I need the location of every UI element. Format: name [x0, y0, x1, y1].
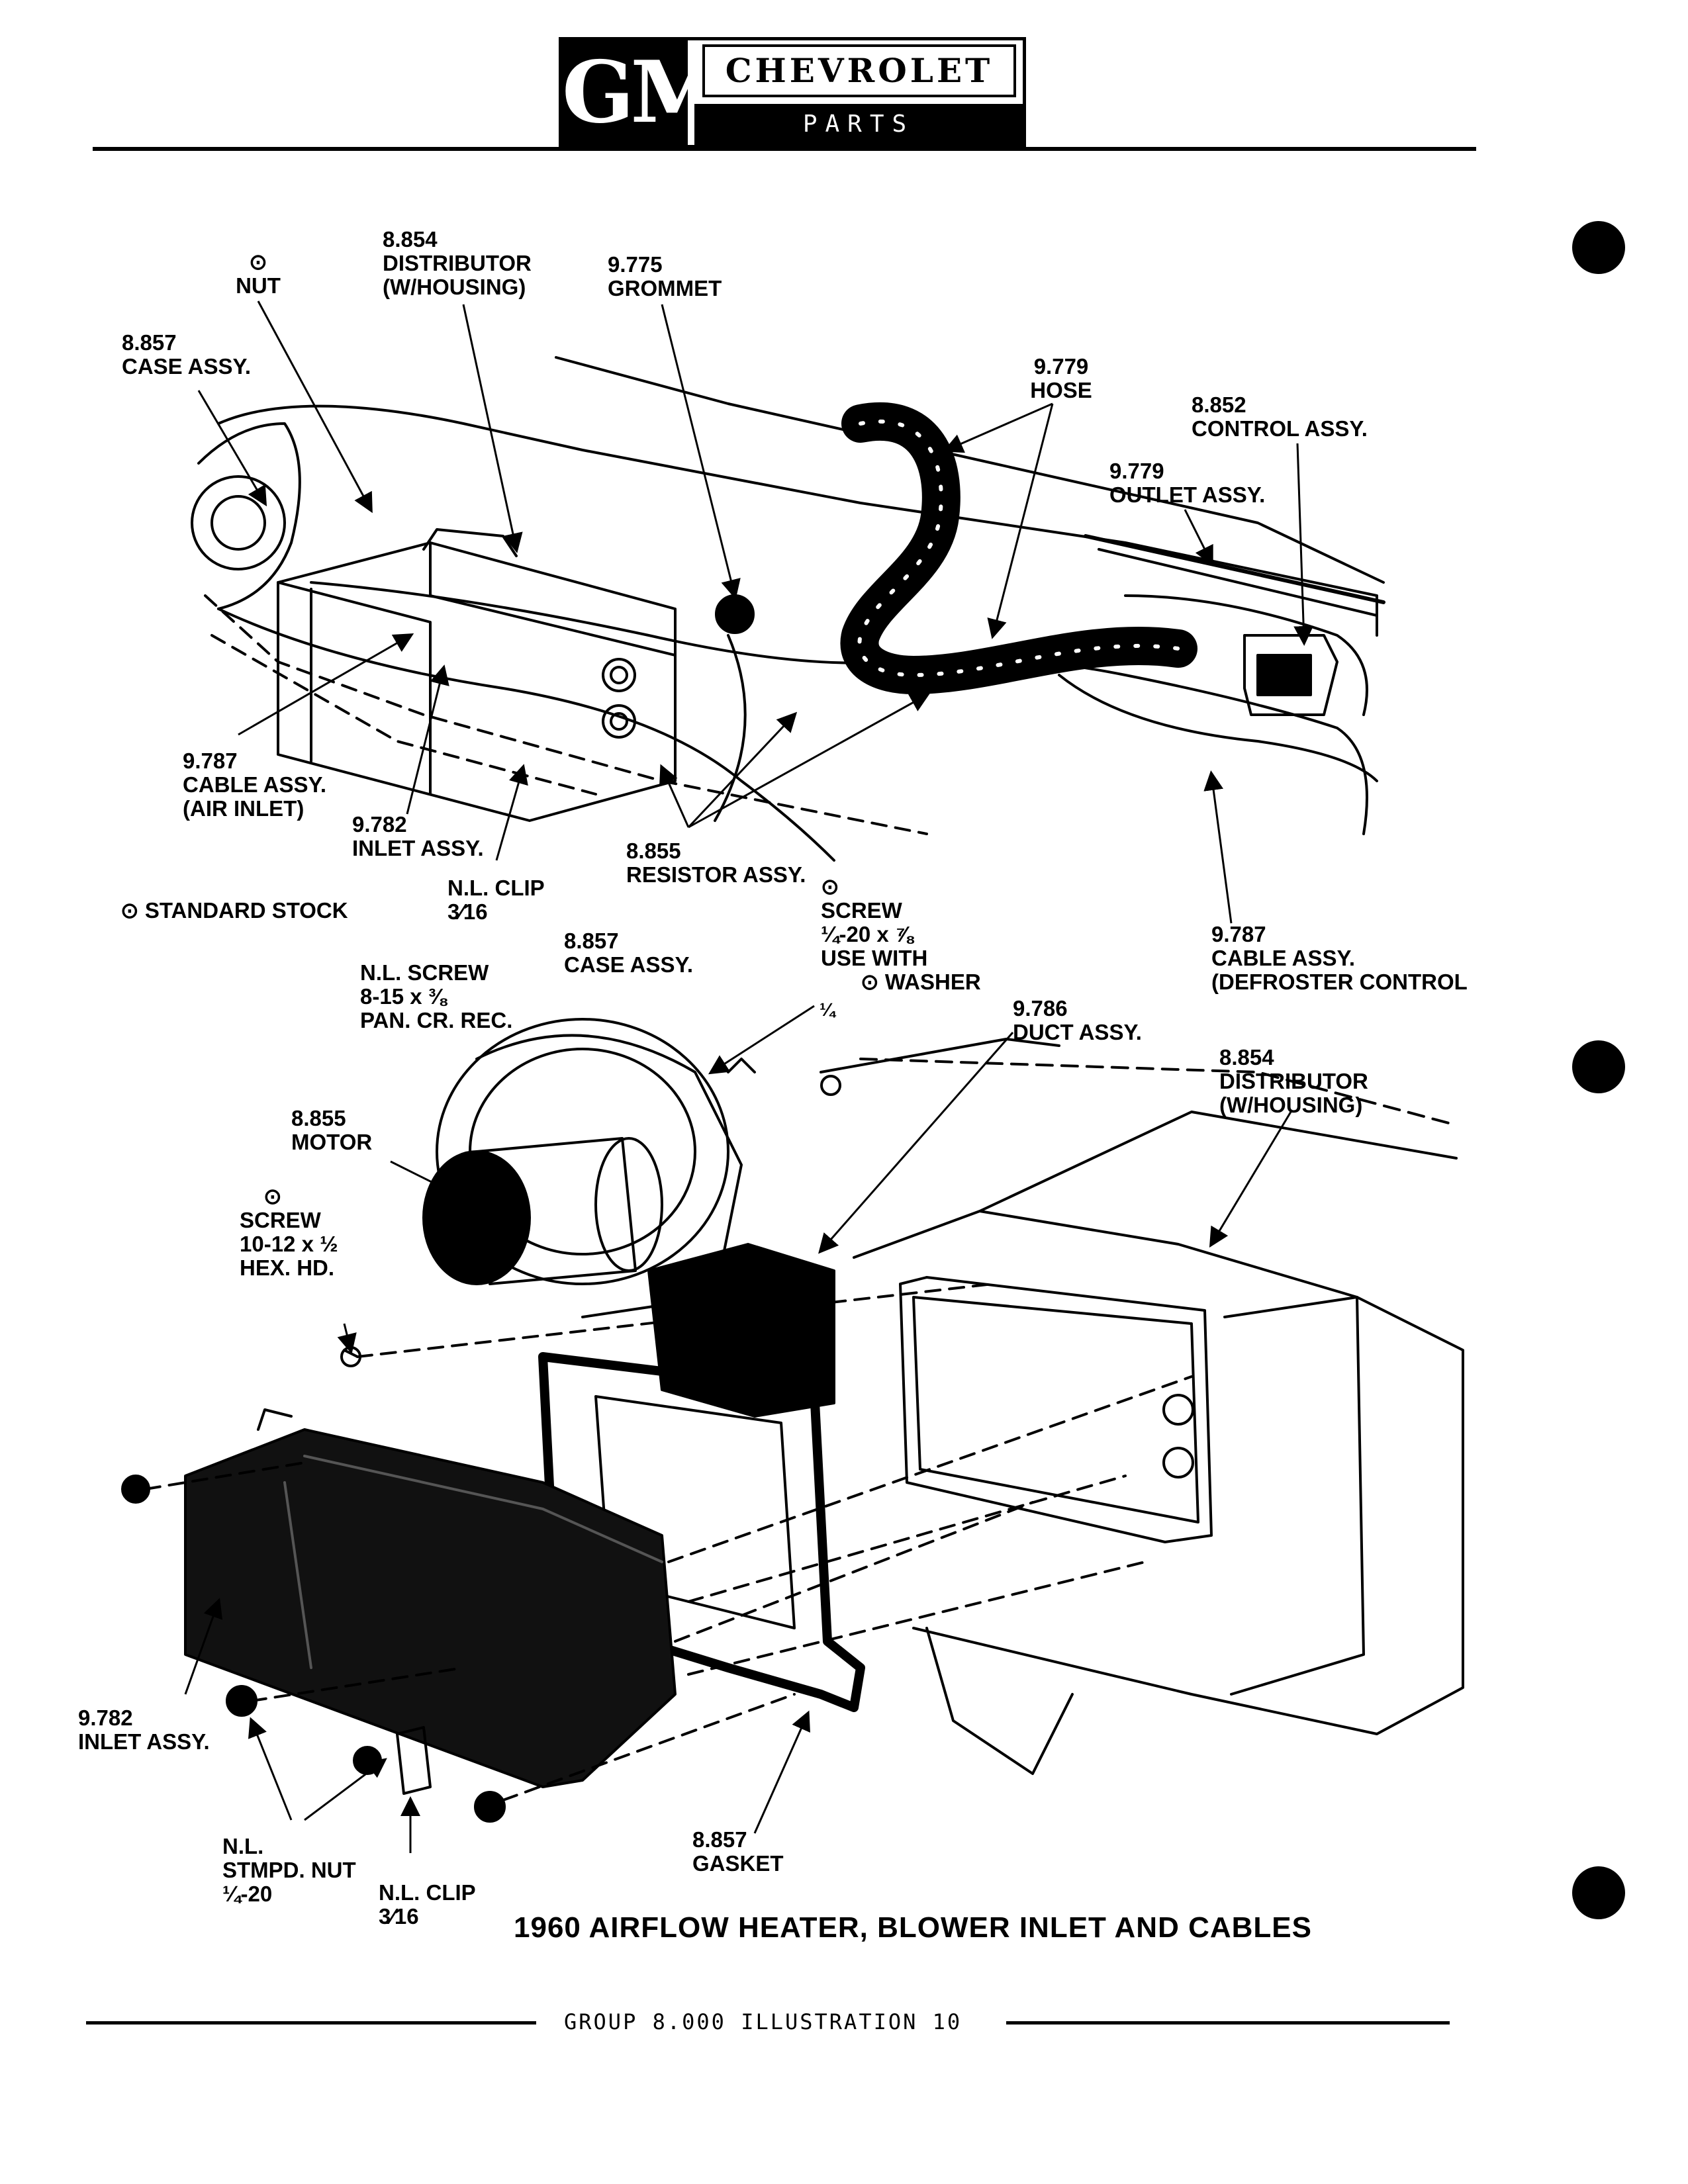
callout-clip-bottom: N.L. CLIP 3⁄16 — [379, 1880, 476, 1929]
callout-hose: 9.779 HOSE — [1030, 354, 1092, 402]
callout-stamped-nut: N.L. STMPD. NUT ¼-20 — [222, 1834, 356, 1906]
callout-control: 8.852 CONTROL ASSY. — [1192, 392, 1368, 441]
callout-distributor-top: 8.854 DISTRIBUTOR (W/HOUSING) — [383, 227, 532, 299]
callout-inlet-top: 9.782 INLET ASSY. — [352, 812, 484, 860]
callout-clip-top: N.L. CLIP 3⁄16 — [447, 876, 545, 924]
callout-nl-screw: N.L. SCREW 8-15 x ⅜ PAN. CR. REC. — [360, 960, 513, 1032]
callout-gasket: 8.857 GASKET — [692, 1827, 784, 1876]
callout-screw-hex: ⊙ SCREW 10-12 x ½ HEX. HD. — [240, 1184, 338, 1280]
header-rule — [93, 147, 1476, 151]
binder-hole-bottom — [1572, 1866, 1625, 1919]
callout-resistor: 8.855 RESISTOR ASSY. — [626, 839, 806, 887]
callout-nut: ⊙ NUT — [225, 250, 291, 298]
callout-cable-air-inlet: 9.787 CABLE ASSY. (AIR INLET) — [183, 749, 326, 821]
standard-stock-legend: ⊙ STANDARD STOCK — [120, 898, 348, 923]
footer-rule-right — [1006, 2021, 1450, 2025]
callout-cable-defroster: 9.787 CABLE ASSY. (DEFROSTER CONTROL — [1211, 922, 1468, 994]
callout-motor: 8.855 MOTOR — [291, 1106, 373, 1154]
footer-rule-left — [86, 2021, 536, 2025]
callout-duct: 9.786 DUCT ASSY. — [1013, 996, 1142, 1044]
callout-inlet-bottom: 9.782 INLET ASSY. — [78, 1706, 210, 1754]
callout-grommet: 9.775 GROMMET — [608, 252, 722, 300]
binder-hole-top — [1572, 221, 1625, 274]
callout-case-top: 8.857 CASE ASSY. — [122, 330, 252, 379]
brand-name: CHEVROLET — [702, 44, 1016, 97]
standard-stock-symbol: ⊙ — [249, 250, 267, 274]
footer-caption: GROUP 8.000 ILLUSTRATION 10 — [564, 2009, 962, 2034]
illustration-title: 1960 AIRFLOW HEATER, BLOWER INLET AND CA… — [514, 1911, 1312, 1944]
screw-size-quarter: ¼ — [820, 999, 835, 1020]
catalogue-label: PARTS CATALOGUE — [694, 104, 1023, 179]
callout-case-mid: 8.857 CASE ASSY. — [564, 929, 694, 977]
callout-distributor-bottom: 8.854 DISTRIBUTOR (W/HOUSING) — [1219, 1045, 1368, 1117]
callout-outlet: 9.779 OUTLET ASSY. — [1109, 459, 1266, 507]
gm-chevrolet-logo: GM CHEVROLET PARTS CATALOGUE — [559, 37, 1026, 179]
binder-hole-middle — [1572, 1040, 1625, 1093]
callout-screw-top: ⊙ SCREW ¼-20 x ⅞ USE WITH ⊙ WASHER — [821, 874, 981, 994]
